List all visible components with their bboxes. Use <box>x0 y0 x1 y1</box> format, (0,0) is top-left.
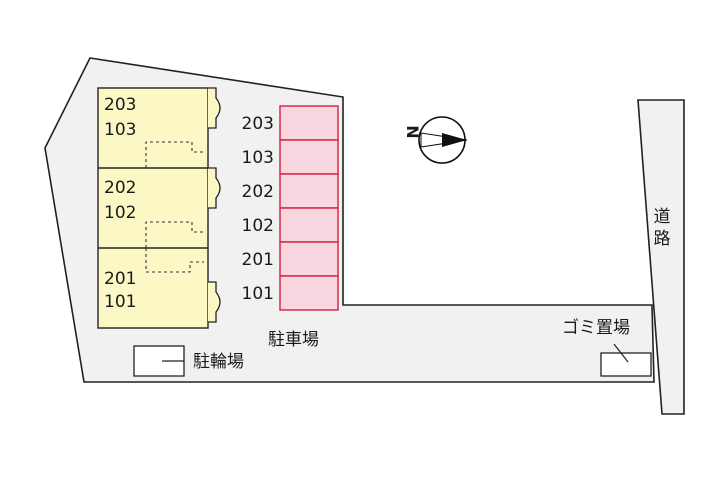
road-label-1: 道 <box>654 207 671 227</box>
garbage-area: ゴミ置場 <box>562 317 652 377</box>
parking-space <box>279 207 339 243</box>
unit-label-upper: 202 <box>104 178 136 198</box>
parking-space <box>279 275 339 311</box>
parking-space <box>279 173 339 209</box>
entrance-notch <box>208 281 221 323</box>
parking-space-number: 102 <box>242 216 274 236</box>
unit-label-lower: 103 <box>104 120 136 140</box>
garbage-label: ゴミ置場 <box>562 317 630 338</box>
parking-label: 駐車場 <box>268 330 319 350</box>
road-label-2: 路 <box>654 229 671 249</box>
unit-label-upper: 203 <box>104 95 136 115</box>
parking-space <box>279 241 339 277</box>
unit-label-lower: 102 <box>104 203 136 223</box>
entrance-notch <box>208 87 221 129</box>
building-block <box>97 87 209 329</box>
parking-lot: 203 103 202 102 201 101 <box>242 105 339 311</box>
garbage-box <box>600 352 652 377</box>
parking-space-number: 103 <box>242 148 274 168</box>
entrance-notch <box>208 167 221 209</box>
dashed-partition <box>145 248 204 273</box>
parking-space-number: 202 <box>242 182 274 202</box>
north-arrow-icon: N <box>403 116 468 164</box>
building: 203 103 202 102 201 101 <box>97 87 221 329</box>
unit-label-upper: 201 <box>104 269 136 289</box>
north-letter: N <box>403 125 422 138</box>
bicycle-parking: 駐輪場 <box>133 345 244 377</box>
parking-space <box>279 105 339 141</box>
dashed-partition <box>145 141 204 168</box>
parking-space-number: 101 <box>242 284 274 304</box>
bicycle-parking-label: 駐輪場 <box>193 352 244 372</box>
parking-space-number: 203 <box>242 114 274 134</box>
parking-space-number: 201 <box>242 250 274 270</box>
dashed-partition <box>145 221 204 248</box>
road <box>637 99 685 415</box>
parking-space <box>279 139 339 175</box>
unit-label-lower: 101 <box>104 292 136 312</box>
